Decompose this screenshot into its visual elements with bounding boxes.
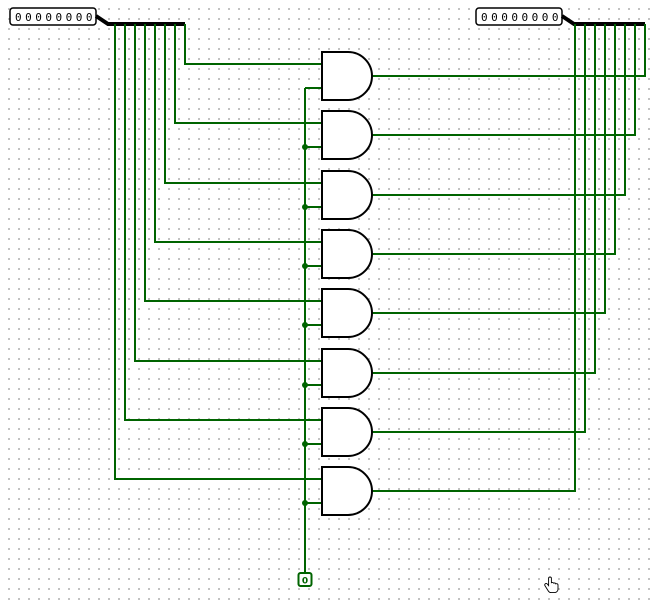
wire-input-a-gate-6[interactable]: [134, 24, 322, 362]
wire-output-gate-3[interactable]: [372, 24, 626, 196]
and-gate-4[interactable]: [321, 229, 373, 279]
wire-output-gate-6[interactable]: [372, 24, 596, 374]
wire-output-gate-2[interactable]: [372, 24, 636, 136]
constant-zero[interactable]: 0: [297, 572, 313, 587]
wire-input-a-gate-5[interactable]: [144, 24, 322, 302]
right-output-pin-value: 00000000: [481, 11, 562, 24]
constant-zero-value: 0: [302, 577, 308, 587]
and-gate-1[interactable]: [321, 51, 373, 101]
wire-input-a-gate-8[interactable]: [114, 24, 322, 480]
and-gate-8[interactable]: [321, 466, 373, 516]
and-gate-7[interactable]: [321, 407, 373, 457]
left-input-pin[interactable]: 00000000: [9, 7, 97, 26]
constant-zero-body[interactable]: [297, 572, 313, 587]
wires-layer: [114, 24, 646, 573]
wire-input-a-gate-4[interactable]: [154, 24, 322, 243]
gates-layer: [321, 51, 373, 516]
right-output-pin[interactable]: 00000000: [475, 7, 563, 26]
wire-output-gate-4[interactable]: [372, 24, 616, 255]
hand-pointer-icon: [544, 576, 559, 594]
wire-input-a-gate-3[interactable]: [164, 24, 322, 184]
wire-output-gate-1[interactable]: [372, 24, 646, 77]
and-gate-5[interactable]: [321, 288, 373, 338]
cursor-hand-icon: [544, 576, 559, 594]
wire-output-gate-5[interactable]: [372, 24, 606, 314]
and-gate-6[interactable]: [321, 348, 373, 398]
wire-input-a-gate-7[interactable]: [124, 24, 322, 421]
right-splitter[interactable]: [560, 14, 645, 26]
wire-input-a-gate-1[interactable]: [184, 24, 322, 65]
and-gate-3[interactable]: [321, 170, 373, 220]
left-input-pin-value: 00000000: [15, 11, 96, 24]
wire-output-gate-8[interactable]: [372, 24, 576, 492]
and-gate-2[interactable]: [321, 110, 373, 160]
wire-input-a-gate-2[interactable]: [174, 24, 322, 124]
wire-output-gate-7[interactable]: [372, 24, 586, 433]
left-splitter[interactable]: [94, 14, 185, 26]
